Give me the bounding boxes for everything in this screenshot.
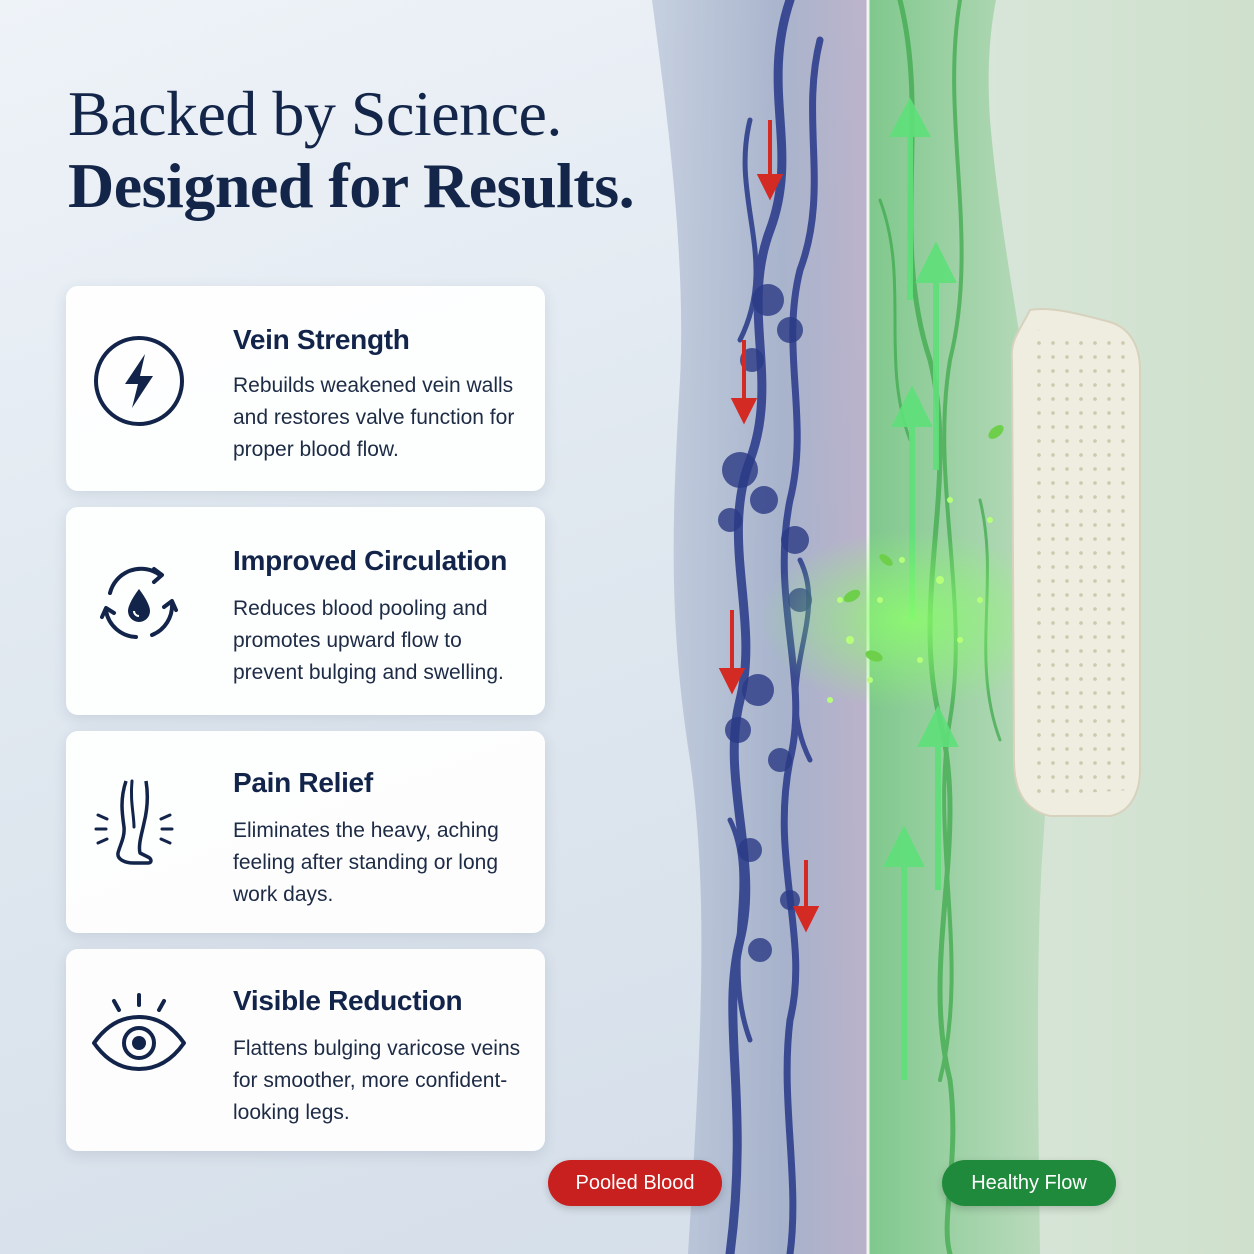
headline: Backed by Science. Designed for Results. xyxy=(68,78,635,221)
benefit-title: Improved Circulation xyxy=(233,545,508,576)
benefit-description: Flattens bulging varicose veins for smoo… xyxy=(233,1037,521,1124)
benefit-description: Reduces blood pooling and promotes upwar… xyxy=(233,597,504,684)
headline-line-1: Backed by Science. xyxy=(68,78,562,149)
benefit-title: Pain Relief xyxy=(233,767,373,798)
benefit-card-vein-strength: Vein Strength Rebuilds weakened vein wal… xyxy=(66,286,545,491)
benefit-card-pain-relief: Pain Relief Eliminates the heavy, aching… xyxy=(66,731,545,933)
pooled-blood-label: Pooled Blood xyxy=(548,1160,722,1206)
leg-illustration xyxy=(640,0,1254,1254)
lightning-icon xyxy=(90,332,188,430)
benefit-card-visible-reduction: Visible Reduction Flattens bulging varic… xyxy=(66,949,545,1151)
benefit-title: Vein Strength xyxy=(233,324,410,355)
healthy-flow-label: Healthy Flow xyxy=(942,1160,1116,1206)
benefit-description: Rebuilds weakened vein walls and restore… xyxy=(233,374,515,461)
eye-icon xyxy=(90,991,188,1089)
benefit-description: Eliminates the heavy, aching feeling aft… xyxy=(233,819,499,906)
benefit-title: Visible Reduction xyxy=(233,985,463,1016)
circulation-drop-icon xyxy=(90,555,188,653)
benefit-card-improved-circulation: Improved Circulation Reduces blood pooli… xyxy=(66,507,545,715)
leg-icon xyxy=(90,775,188,873)
headline-line-2: Designed for Results. xyxy=(68,149,635,221)
